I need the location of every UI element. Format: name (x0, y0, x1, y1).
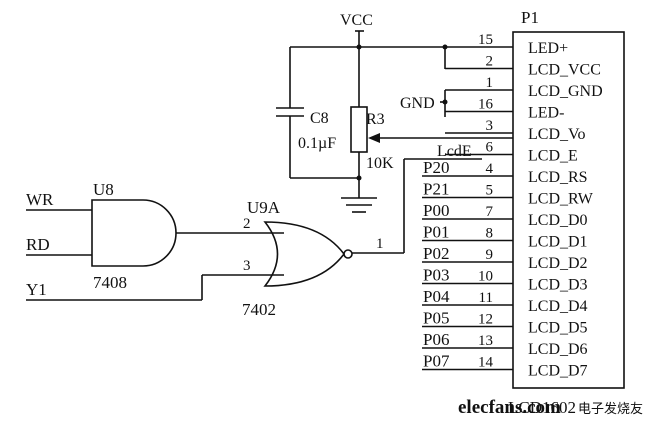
nor-gate-body (263, 221, 346, 287)
pin-name-3: LCD_Vo (528, 126, 586, 143)
r3-wiper-arrow (368, 133, 380, 143)
c8-value: 0.1µF (298, 135, 336, 152)
pin-number-14: 14 (478, 355, 494, 371)
port-label-p04: P04 (423, 287, 450, 306)
watermark: elecfans.com 电子发烧友 (458, 397, 643, 418)
pin-name-16: LED- (528, 105, 564, 122)
ground-symbol (341, 197, 377, 213)
pin-number-1: 1 (486, 75, 494, 91)
pin-name-15: LED+ (528, 40, 568, 57)
r3-value: 10K (366, 155, 394, 172)
port-label-p07: P07 (423, 352, 450, 371)
pin-number-16: 16 (478, 97, 494, 113)
pin-number-6: 6 (486, 140, 494, 156)
nor-pin-2: 2 (243, 216, 251, 232)
pin-number-8: 8 (486, 226, 494, 242)
gnd-junction (356, 175, 362, 181)
port-label-p21: P21 (423, 180, 449, 199)
port-label-p20: P20 (423, 158, 449, 177)
pin-number-15: 15 (478, 32, 493, 48)
vcc-net: VCC (290, 12, 448, 69)
y1-label: Y1 (26, 280, 47, 299)
connector-ref: P1 (521, 8, 539, 27)
port-label-p01: P01 (423, 223, 449, 242)
pin-number-3: 3 (486, 118, 494, 134)
nor-gate-u9a: Y1 U9A 7402 2 3 1 (26, 198, 384, 319)
pin-name-8: LCD_D1 (528, 234, 588, 251)
nor-pin-3: 3 (243, 258, 251, 274)
connector-body (512, 31, 625, 389)
port-label-p05: P05 (423, 309, 449, 328)
watermark-cn: 电子发烧友 (578, 401, 643, 416)
pin-number-5: 5 (486, 183, 494, 199)
pin-name-14: LCD_D7 (528, 363, 588, 380)
r3-ref: R3 (366, 111, 385, 128)
pin-name-13: LCD_D6 (528, 341, 588, 358)
pin-name-6: LCD_E (528, 148, 578, 165)
pin-number-10: 10 (478, 269, 493, 285)
nor-pin-1: 1 (376, 236, 384, 252)
r3-body (350, 106, 368, 153)
pin-name-11: LCD_D4 (528, 298, 588, 315)
u9a-part: 7402 (242, 300, 276, 319)
port-label-p06: P06 (423, 330, 449, 349)
pin-number-13: 13 (478, 333, 493, 349)
nor-bubble (343, 249, 353, 259)
pin-name-4: LCD_RS (528, 169, 588, 186)
pin-name-10: LCD_D3 (528, 277, 588, 294)
port-label-p02: P02 (423, 244, 449, 263)
u8-part: 7408 (93, 273, 127, 292)
rd-label: RD (26, 235, 50, 254)
watermark-brand: elecfans.com (458, 397, 561, 418)
and-gate-u8: WR RD U8 7408 (26, 180, 284, 292)
pin-number-2: 2 (486, 54, 494, 70)
potentiometer-r3: R3 10K (350, 47, 513, 198)
lcde-net: LcdE (352, 143, 482, 254)
lcde-label: LcdE (437, 143, 472, 160)
pin-number-12: 12 (478, 312, 493, 328)
pin-number-4: 4 (486, 161, 494, 177)
capacitor-c8: C8 0.1µF (276, 47, 359, 179)
pin-number-9: 9 (486, 247, 494, 263)
pin-number-7: 7 (486, 204, 494, 220)
c8-ref: C8 (310, 110, 329, 127)
pin-name-9: LCD_D2 (528, 255, 588, 272)
pin-number-11: 11 (479, 290, 493, 306)
vcc-label: VCC (340, 12, 373, 29)
pin-name-2: LCD_VCC (528, 62, 601, 79)
port-label-p00: P00 (423, 201, 449, 220)
pin-name-5: LCD_RW (528, 191, 594, 208)
u8-ref: U8 (93, 180, 114, 199)
pin-name-12: LCD_D5 (528, 320, 588, 337)
lcd-gnd-net: GND (400, 90, 448, 117)
port-label-p03: P03 (423, 266, 449, 285)
u9a-ref: U9A (247, 198, 281, 217)
gnd-net-junction (442, 99, 448, 105)
connector-part: LCD1602 (508, 398, 576, 417)
wr-label: WR (26, 190, 54, 209)
gnd-label: GND (400, 95, 435, 112)
pin-name-1: LCD_GND (528, 83, 603, 100)
and-gate-body (91, 199, 177, 267)
pin-name-7: LCD_D0 (528, 212, 588, 229)
